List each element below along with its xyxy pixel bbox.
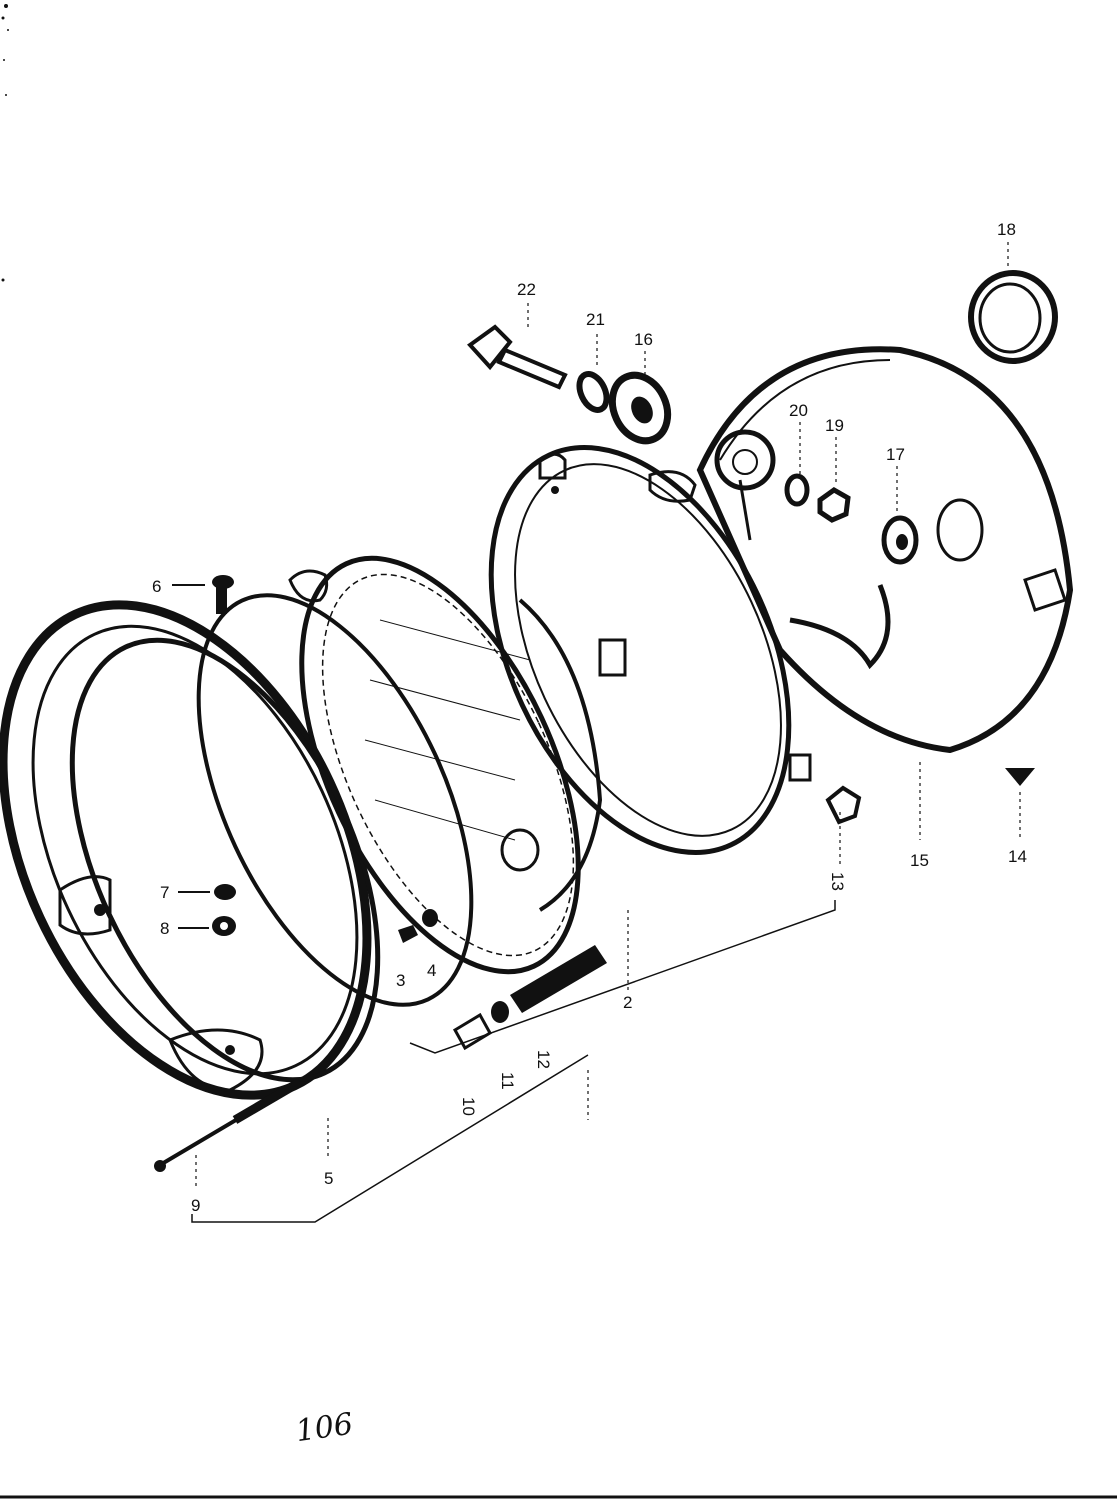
- washer-7: [214, 884, 236, 900]
- callout-8: 8: [160, 919, 169, 938]
- callout-14: 14: [1008, 847, 1027, 866]
- screw-6: [212, 575, 234, 614]
- callout-11: 11: [498, 1072, 517, 1090]
- callout-2: 2: [623, 993, 632, 1012]
- mounting-ring: [196, 569, 474, 1007]
- callout-21: 21: [586, 310, 605, 329]
- grommet-17: [881, 515, 919, 565]
- callout-19: 19: [825, 416, 844, 435]
- callout-7: 7: [160, 883, 169, 902]
- nut-19: [817, 487, 851, 523]
- callout-5: 5: [324, 1169, 333, 1188]
- callout-labels: 22 21 16 18 20 19 17 6 7 8 3 4 2 15 14 1…: [152, 220, 1027, 1215]
- washer-20: [784, 473, 810, 507]
- scan-specks: [1, 4, 9, 282]
- headlight-housing: [696, 346, 1074, 754]
- washer-21: [576, 371, 610, 413]
- grommet-16: [608, 371, 672, 445]
- callout-9: 9: [191, 1196, 200, 1215]
- callout-16: 16: [634, 330, 653, 349]
- spring-washer-11: [491, 1001, 509, 1023]
- callout-17: 17: [886, 445, 905, 464]
- cap-18: [968, 270, 1058, 364]
- callout-22: 22: [517, 280, 536, 299]
- bolt-22: [467, 324, 568, 390]
- handwritten-page-note: 106: [294, 1407, 356, 1450]
- washer-4: [422, 909, 438, 927]
- screw-3: [398, 925, 418, 943]
- rim-screw: [154, 1078, 303, 1172]
- adjuster-nut-10: [452, 1012, 493, 1051]
- nut-8: [212, 916, 236, 936]
- callout-3: 3: [396, 971, 405, 990]
- callout-6: 6: [152, 577, 161, 596]
- leader-lines: [172, 242, 1021, 1223]
- callout-13: 13: [828, 872, 847, 891]
- screw-14: [1005, 768, 1035, 786]
- headlight-rim: [0, 600, 381, 1100]
- callout-10: 10: [459, 1097, 478, 1116]
- callout-15: 15: [910, 851, 929, 870]
- nut-13: [825, 785, 862, 825]
- callout-20: 20: [789, 401, 808, 420]
- sealed-beam-unit: [299, 555, 627, 975]
- callout-18: 18: [997, 220, 1016, 239]
- callout-4: 4: [427, 961, 436, 980]
- adjusting-bolt-12: [510, 945, 607, 1013]
- callout-12: 12: [534, 1050, 553, 1069]
